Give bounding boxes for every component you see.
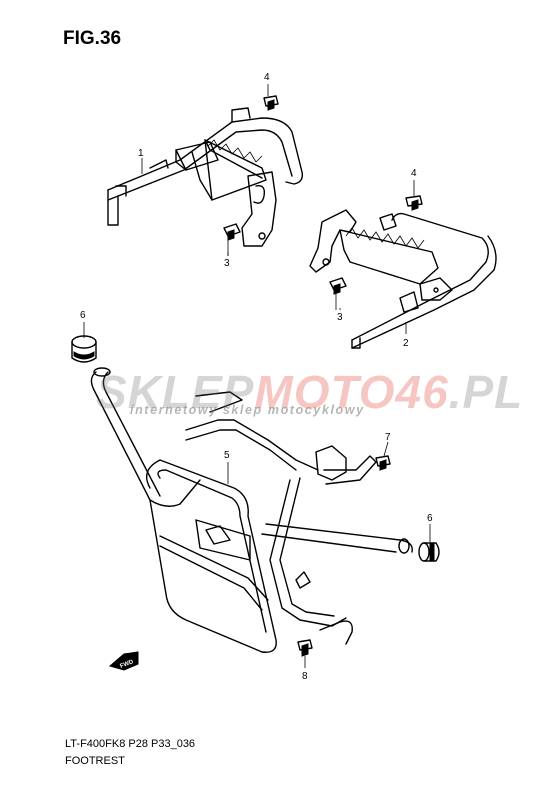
watermark-logo: SKLEPMOTO46.PL	[96, 366, 524, 418]
cap-6-left	[71, 335, 97, 363]
callout-3-left: 3	[224, 258, 230, 269]
footrest-right-bracket	[309, 209, 497, 349]
callout-3-right: 3	[337, 312, 343, 323]
bolt-3-right	[329, 277, 347, 310]
footrest-left-bracket	[107, 107, 304, 247]
main-frame	[90, 367, 413, 653]
fwd-marker-label: FWD	[119, 659, 135, 670]
leader-lines	[83, 158, 431, 542]
diagram-code: LT-F400FK8 P28 P33_036	[65, 738, 196, 750]
bolt-3-left	[223, 223, 241, 256]
callout-2: 2	[403, 338, 409, 349]
callout-4-right: 4	[411, 168, 417, 179]
figure-title: FIG.36	[63, 28, 122, 49]
diagram-name: FOOTREST	[65, 755, 125, 767]
callout-6-left: 6	[80, 310, 86, 321]
watermark-tagline: internetowy sklep motocyklowy	[130, 403, 365, 417]
callout-8: 8	[302, 671, 308, 682]
bolt-7	[375, 441, 391, 471]
cap-6-right	[418, 542, 440, 562]
callout-6-right: 6	[427, 513, 433, 524]
bolt-4-left	[263, 84, 279, 111]
callout-4-left: 4	[264, 72, 270, 83]
callout-5: 5	[224, 450, 230, 461]
bolt-4-right	[405, 180, 423, 211]
bolt-8	[297, 639, 313, 668]
callout-1: 1	[138, 148, 144, 159]
callout-7: 7	[385, 432, 391, 443]
fwd-arrow-icon: FWD	[108, 651, 139, 671]
